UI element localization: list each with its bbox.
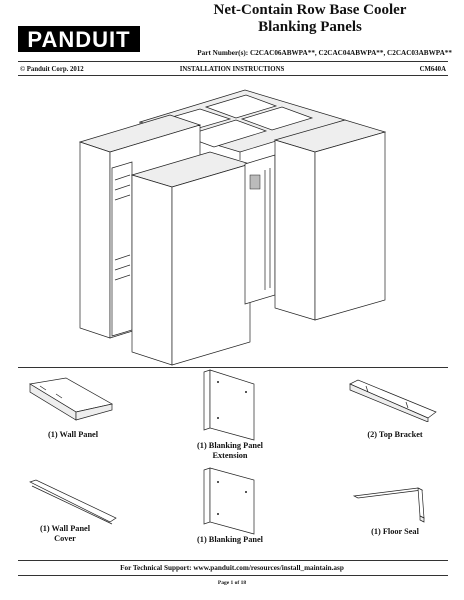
component-label-floor-seal: (1) Floor Seal: [371, 527, 419, 536]
doc-code: CM640A: [419, 66, 446, 73]
right-cabinet-side: [274, 139, 316, 321]
footer-rule-bottom: [18, 575, 448, 576]
floor-seal-icon: [352, 487, 425, 523]
copyright: © Panduit Corp. 2012: [20, 66, 84, 73]
panduit-logo: PANDUIT: [18, 26, 140, 52]
component-label-wall-panel: (1) Wall Panel: [47, 430, 99, 439]
technical-support: For Technical Support: www.panduit.com/r…: [120, 564, 344, 572]
right-cabinet-front: [314, 131, 386, 321]
component-label-blanking-panel: (1) Blanking Panel: [197, 535, 263, 544]
blanking-panel-extension-icon: [203, 369, 255, 441]
assembly-illustration: [78, 89, 387, 366]
front-cabinet-side: [131, 174, 173, 366]
wall-panel-icon: [29, 377, 113, 421]
component-label-top-bracket: (2) Top Bracket: [367, 430, 423, 439]
front-cabinet-front: [171, 163, 251, 366]
section-title: INSTALLATION INSTRUCTIONS: [179, 66, 285, 73]
brand-text: PANDUIT: [27, 27, 130, 52]
part-numbers: Part Number(s): C2CAC06ABWPA**, C2CAC04A…: [197, 49, 452, 57]
document-title: Net-Contain Row Base Cooler Blanking Pan…: [160, 2, 460, 36]
wall-panel-cover-icon: [29, 479, 117, 525]
left-cabinet-side: [79, 141, 111, 339]
header-rule: [18, 61, 448, 62]
footer-rule: [18, 560, 448, 561]
section-rule: [18, 367, 448, 368]
title-line-2: Blanking Panels: [258, 19, 362, 35]
top-bracket-icon: [349, 379, 437, 422]
header-rule-bottom: [18, 75, 448, 76]
blanking-panel-icon: [203, 467, 255, 535]
page-number: Page 1 of 18: [217, 580, 247, 586]
title-line-1: Net-Contain Row Base Cooler: [213, 2, 407, 18]
